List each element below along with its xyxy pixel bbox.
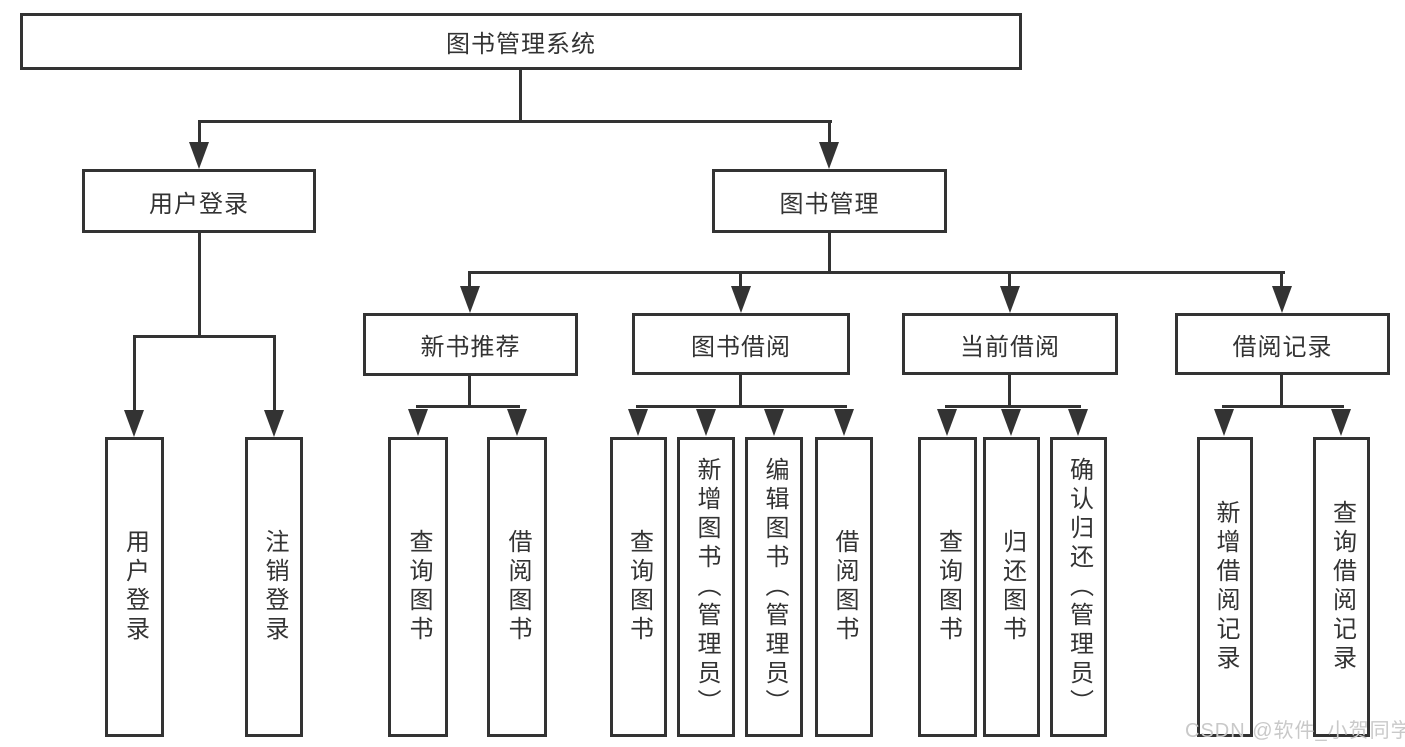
node-label: 新增借阅记录	[1212, 500, 1239, 674]
arrow-down-icon	[764, 409, 784, 436]
node-label: 当前借阅	[960, 333, 1060, 361]
connector-root-stem	[519, 70, 522, 120]
connector-br-rail	[1222, 405, 1344, 408]
arrow-down-icon	[507, 409, 527, 436]
connector-br-stem	[1280, 375, 1283, 407]
node-label: 借阅图书	[831, 529, 858, 645]
arrow-down-icon	[731, 286, 751, 313]
arrow-down-icon	[408, 409, 428, 436]
arrow-down-icon	[628, 409, 648, 436]
arrow-down-icon	[460, 286, 480, 313]
connector-drop	[273, 335, 276, 412]
node-label: 查询借阅记录	[1328, 500, 1356, 674]
leaf-add-borrow-record: 新增借阅记录	[1197, 437, 1253, 737]
arrow-down-icon	[1272, 286, 1292, 313]
node-label: 新书推荐	[420, 334, 521, 361]
connector-nbr-stem	[468, 376, 471, 407]
leaf-logout: 注销登录	[245, 437, 303, 737]
node-label: 查询图书	[405, 529, 432, 645]
connector-drop	[133, 335, 136, 412]
node-current-borrowing: 当前借阅	[902, 313, 1118, 375]
node-label: 确认归还（管理员）	[1065, 456, 1093, 718]
arrow-down-icon	[189, 142, 209, 169]
connector-user-login-stem	[198, 233, 201, 335]
leaf-query-books-current: 查询图书	[918, 437, 977, 737]
arrow-down-icon	[1001, 409, 1021, 436]
connector-drop	[468, 271, 471, 291]
node-label: 图书借阅	[691, 333, 791, 361]
csdn-watermark: CSDN @软件_小贺同学	[1185, 720, 1405, 742]
node-book-borrowing: 图书借阅	[632, 313, 850, 375]
connector-drop	[828, 120, 831, 146]
leaf-return-books: 归还图书	[983, 437, 1040, 737]
leaf-user-login: 用户登录	[105, 437, 164, 737]
arrow-down-icon	[1068, 409, 1088, 436]
node-label: 用户登录	[121, 529, 149, 645]
node-label: 借阅图书	[504, 529, 531, 645]
arrow-down-icon	[696, 409, 716, 436]
node-label: 查询图书	[625, 529, 653, 645]
connector-user-login-rail	[133, 335, 276, 338]
node-new-book-recommend: 新书推荐	[363, 313, 578, 376]
arrow-down-icon	[1214, 409, 1234, 436]
node-label: 图书管理	[779, 190, 880, 218]
node-label: 图书管理系统	[446, 31, 596, 58]
connector-bb-rail	[636, 405, 847, 408]
arrow-down-icon	[1000, 286, 1020, 313]
connector-drop	[739, 271, 742, 291]
node-borrowing-records: 借阅记录	[1175, 313, 1390, 375]
connector-drop	[1280, 271, 1283, 291]
connector-level2-rail	[198, 120, 832, 123]
arrow-down-icon	[937, 409, 957, 436]
arrow-down-icon	[819, 142, 839, 169]
connector-cb-rail	[945, 405, 1081, 408]
connector-bb-stem	[739, 375, 742, 407]
arrow-down-icon	[1331, 409, 1351, 436]
connector-drop	[198, 120, 201, 146]
node-label: 编辑图书（管理员）	[761, 456, 788, 718]
leaf-borrow-books-recommend: 借阅图书	[487, 437, 547, 737]
arrow-down-icon	[124, 410, 144, 437]
leaf-query-books-borrowing: 查询图书	[610, 437, 667, 737]
connector-level3-rail	[468, 271, 1285, 274]
node-label: 新增图书（管理员）	[693, 456, 720, 718]
connector-drop	[1008, 271, 1011, 291]
node-label: 借阅记录	[1232, 333, 1333, 361]
leaf-borrow-books: 借阅图书	[815, 437, 873, 737]
node-label: 查询图书	[934, 529, 962, 645]
arrow-down-icon	[264, 410, 284, 437]
connector-nbr-rail	[416, 405, 520, 408]
node-label: 归还图书	[998, 529, 1026, 645]
leaf-query-borrow-record: 查询借阅记录	[1313, 437, 1370, 737]
leaf-query-books-recommend: 查询图书	[388, 437, 448, 737]
connector-cb-stem	[1008, 375, 1011, 407]
leaf-edit-books-admin: 编辑图书（管理员）	[745, 437, 803, 737]
node-library-system: 图书管理系统	[20, 13, 1022, 70]
connector-book-mgmt-stem	[828, 233, 831, 274]
node-user-login: 用户登录	[82, 169, 316, 233]
node-label: 用户登录	[149, 190, 249, 218]
node-book-management: 图书管理	[712, 169, 947, 233]
node-label: 注销登录	[261, 529, 288, 645]
leaf-confirm-return-admin: 确认归还（管理员）	[1050, 437, 1107, 737]
leaf-add-books-admin: 新增图书（管理员）	[677, 437, 735, 737]
arrow-down-icon	[834, 409, 854, 436]
